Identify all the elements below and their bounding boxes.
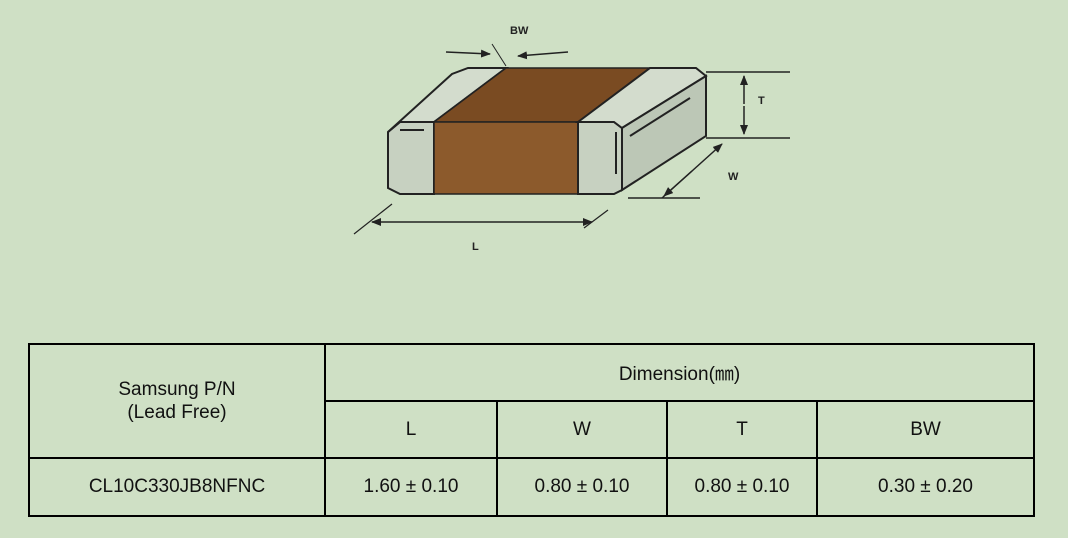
t-value-cell: 0.80 ± 0.10: [666, 457, 818, 517]
t-label: T: [758, 95, 765, 107]
part-number-header: Samsung P/N (Lead Free): [28, 343, 326, 459]
capacitor-dimension-diagram: BW T W L: [353, 25, 790, 253]
dimension-spec-table: Samsung P/N (Lead Free) Dimension(㎜) L W…: [28, 343, 1036, 517]
l-value-cell: 1.60 ± 0.10: [324, 457, 498, 517]
column-header-w: W: [496, 400, 668, 459]
table-row: CL10C330JB8NFNC 1.60 ± 0.10 0.80 ± 0.10 …: [28, 457, 1036, 517]
w-value-cell: 0.80 ± 0.10: [496, 457, 668, 517]
w-label: W: [728, 171, 739, 183]
column-header-l: L: [324, 400, 498, 459]
part-number-cell: CL10C330JB8NFNC: [28, 457, 326, 517]
bw-value-cell: 0.30 ± 0.20: [815, 457, 1036, 517]
w-dimension: [628, 143, 723, 199]
l-dimension: [353, 203, 609, 235]
dimension-header: Dimension(㎜): [323, 343, 1036, 402]
l-label: L: [472, 241, 479, 253]
bw-dimension: [445, 43, 569, 67]
left-terminal: [387, 67, 509, 195]
right-terminal: [575, 67, 708, 195]
t-dimension: [706, 71, 790, 139]
bw-label: BW: [510, 25, 529, 37]
column-header-t: T: [666, 400, 818, 459]
part-number-header-line2: (Lead Free): [127, 402, 227, 423]
ceramic-body: [431, 67, 653, 195]
part-number-header-line1: Samsung P/N: [118, 379, 236, 400]
column-header-bw: BW: [815, 400, 1036, 459]
